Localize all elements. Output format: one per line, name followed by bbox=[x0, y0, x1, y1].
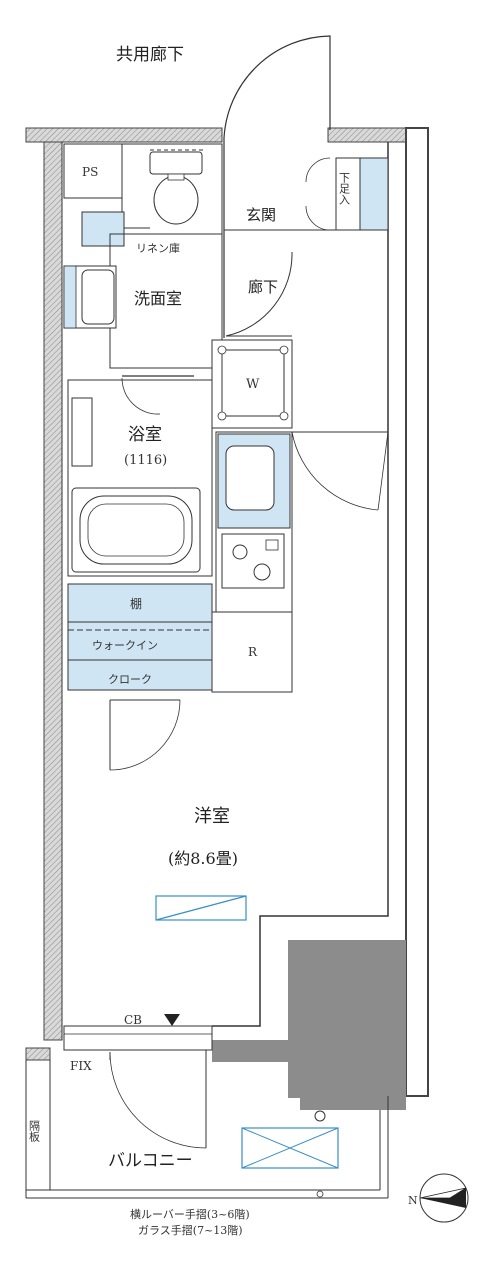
room-outline bbox=[212, 142, 389, 1027]
label-room-size: (約8.6畳) bbox=[168, 849, 238, 868]
wall-top-left bbox=[25, 127, 223, 143]
label-bathroom: 浴室 bbox=[128, 425, 162, 445]
ps-box bbox=[63, 143, 123, 199]
label-walkin-1: ウォークイン bbox=[92, 639, 158, 652]
drain-icon bbox=[314, 1110, 326, 1122]
label-bath-size: (1116) bbox=[124, 453, 167, 468]
wall-left bbox=[43, 141, 63, 1041]
label-fix: FIX bbox=[70, 1059, 92, 1073]
wall-column-solid bbox=[288, 940, 406, 1110]
label-north: N bbox=[408, 1194, 418, 1207]
linen-cabinet bbox=[81, 211, 125, 247]
label-balcony: バルコニー bbox=[108, 1151, 193, 1171]
label-partition: 隔板 bbox=[28, 1120, 41, 1143]
cb-marker bbox=[164, 1014, 180, 1026]
label-hallway: 廊下 bbox=[248, 278, 278, 296]
hallway-door-swing bbox=[225, 251, 293, 337]
entrance-door-swing bbox=[223, 35, 331, 139]
label-shoe-box: 下足入 bbox=[338, 172, 351, 205]
window-frame bbox=[63, 1025, 213, 1051]
label-ps: PS bbox=[82, 165, 98, 179]
toilet-tank bbox=[149, 151, 203, 175]
label-shelf: 棚 bbox=[130, 596, 142, 611]
label-washer: W bbox=[246, 377, 260, 392]
label-entrance: 玄関 bbox=[246, 206, 276, 224]
toilet-bowl bbox=[153, 175, 199, 225]
label-shared-corridor: 共用廊下 bbox=[116, 45, 184, 65]
north-arrow-icon bbox=[419, 1173, 469, 1223]
wall-column-dark bbox=[212, 1040, 288, 1062]
label-walkin-2: クローク bbox=[108, 673, 152, 686]
wall-top-right bbox=[327, 127, 407, 143]
wall-right bbox=[405, 127, 429, 1097]
label-washroom: 洗面室 bbox=[134, 289, 182, 308]
label-railing-note-1: 横ルーバー手摺(3~6階) bbox=[130, 1207, 250, 1221]
label-western-room: 洋室 bbox=[194, 806, 230, 827]
label-fridge: R bbox=[248, 645, 258, 659]
fridge-space bbox=[211, 611, 293, 693]
label-linen: リネン庫 bbox=[136, 241, 180, 255]
label-cb: CB bbox=[124, 1013, 142, 1027]
label-railing-note-2: ガラス手摺(7~13階) bbox=[138, 1223, 243, 1237]
walkin-closet bbox=[67, 583, 213, 691]
